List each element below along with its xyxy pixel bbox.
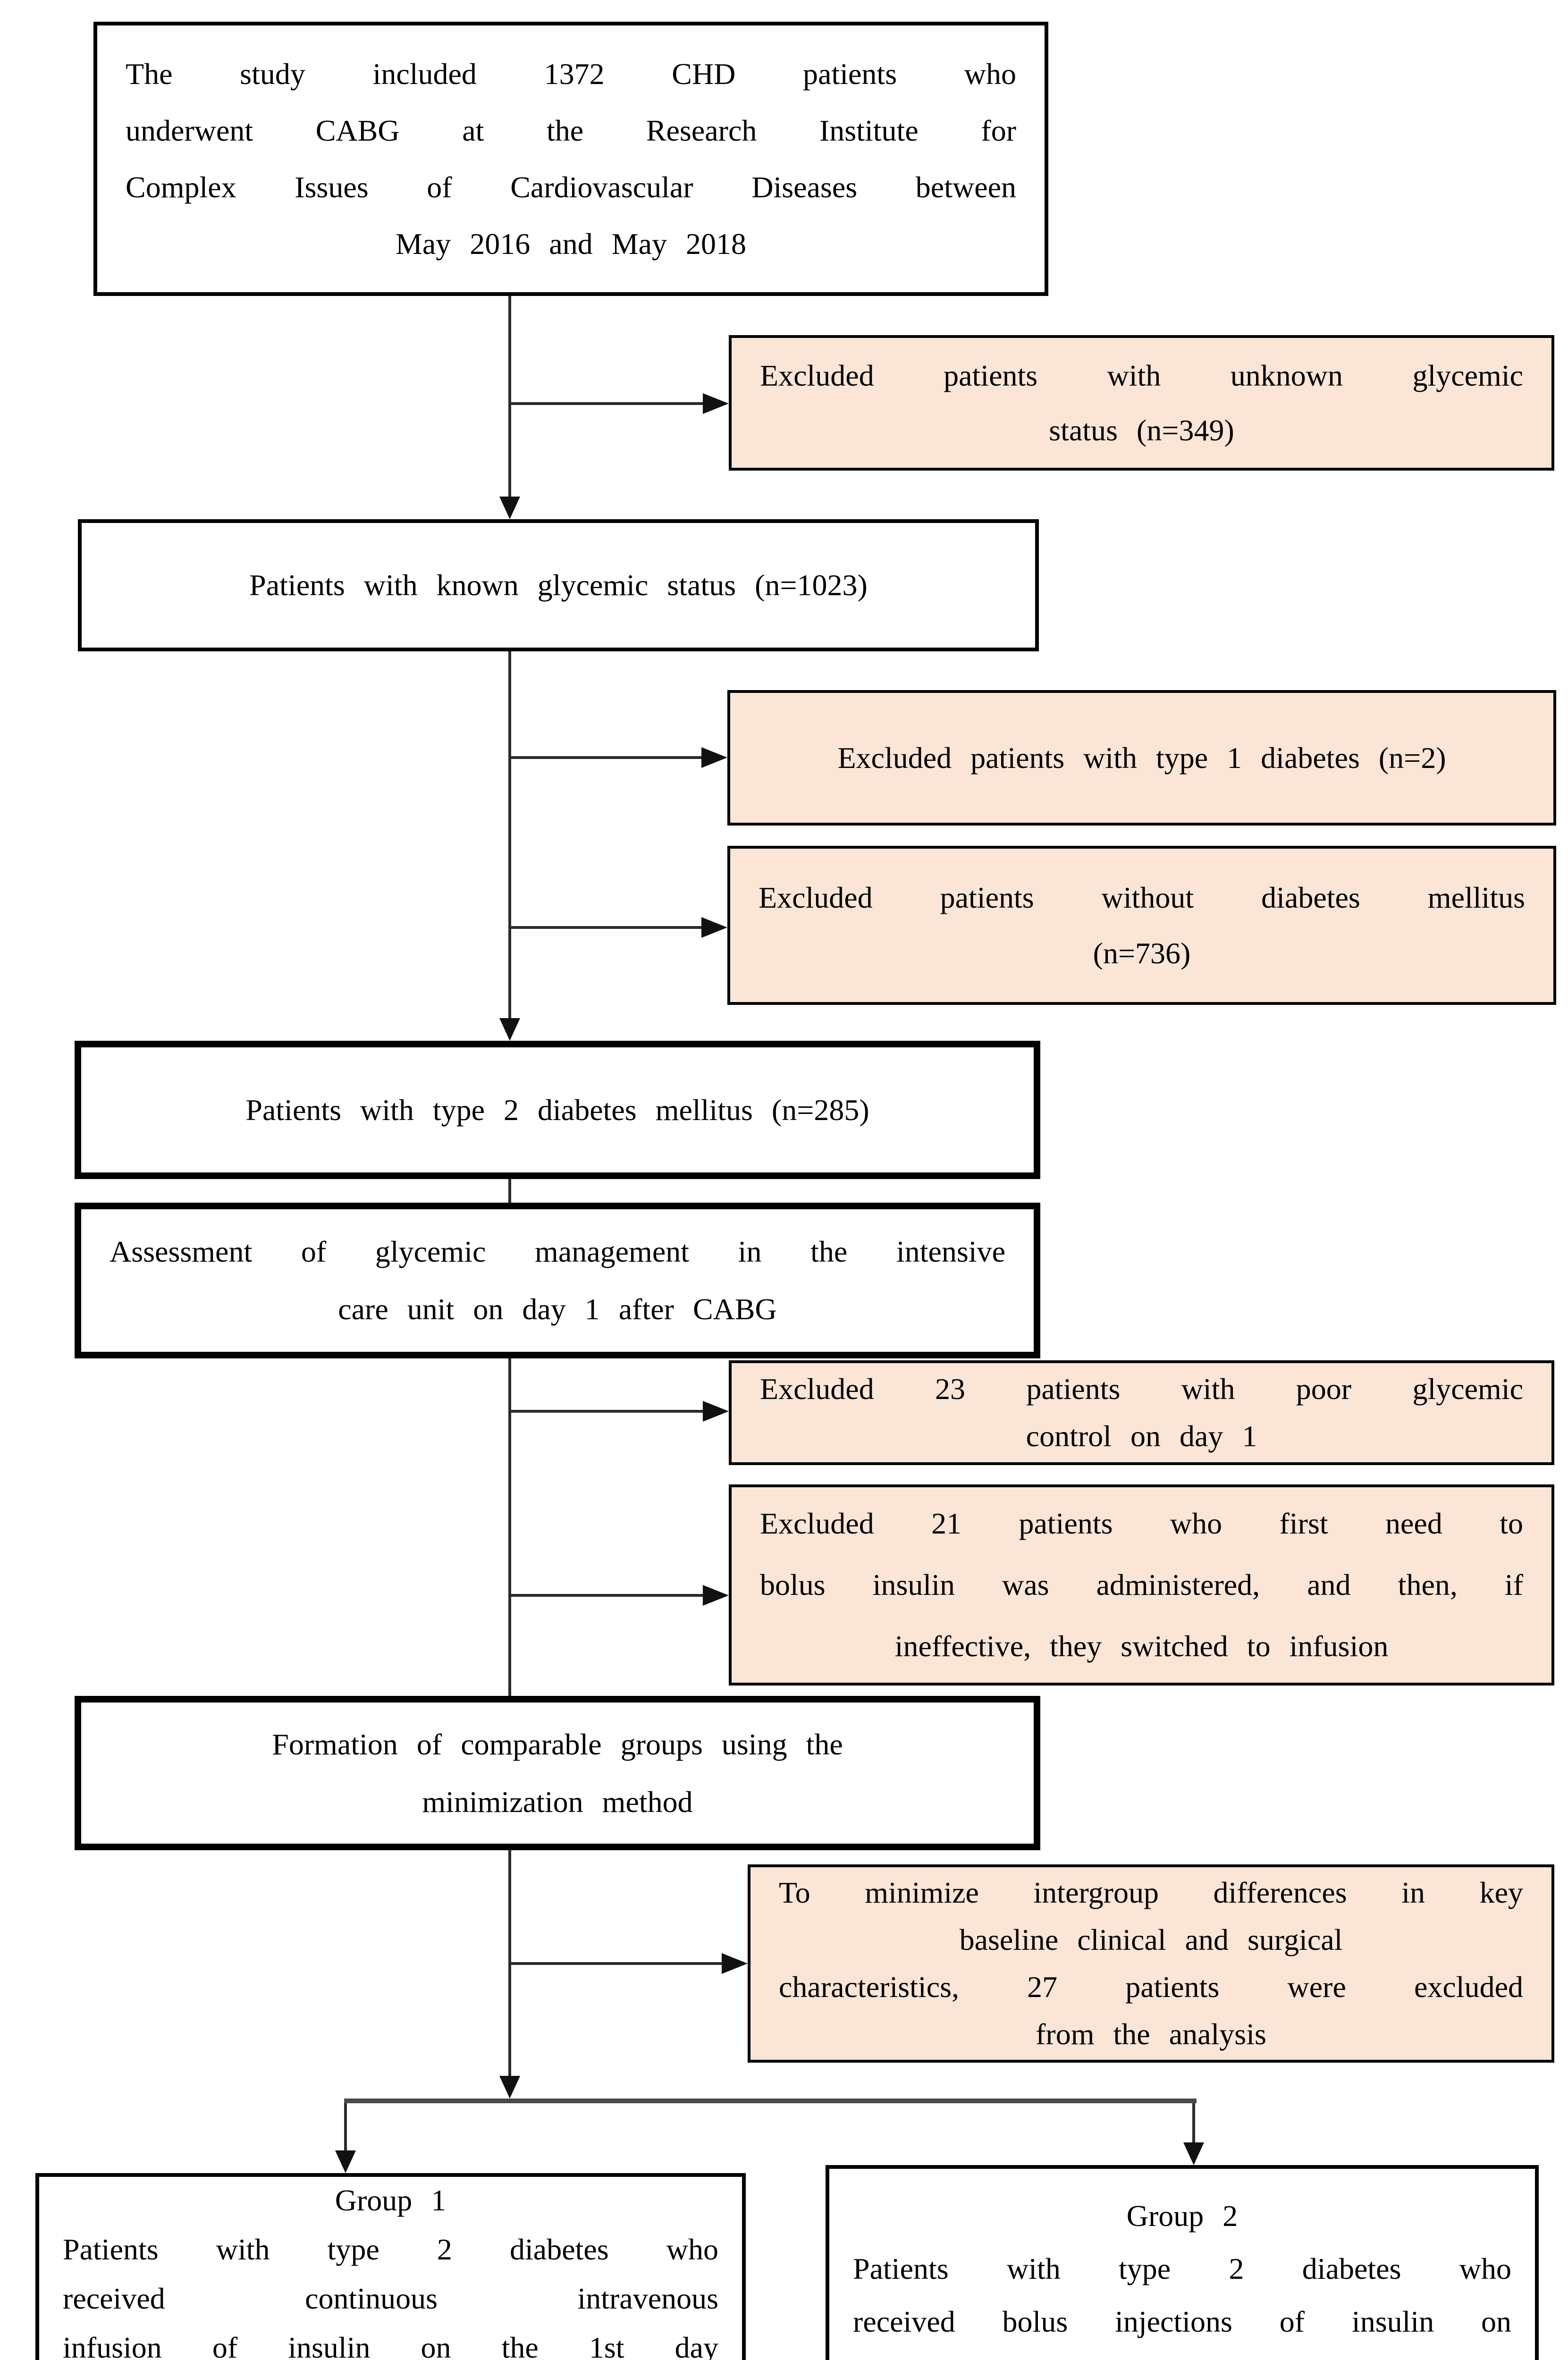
arrowhead-into-minimization-note [722, 1953, 748, 1974]
split-bar [344, 2099, 1197, 2103]
arrowhead-into-group1 [335, 2150, 356, 2173]
branch-to-excluded-no-diabetes [510, 926, 701, 929]
box-excluded-without-diabetes: Excluded patients without diabetes melli… [727, 846, 1556, 1005]
text-line: characteristics, 27 patients were exclud… [779, 1970, 1523, 2004]
box-group2: Group 2 Patients with type 2 diabetes who… [826, 2165, 1539, 2360]
arrowhead-into-excluded-unknown [703, 393, 729, 414]
text-line: baseline clinical and surgical [959, 1923, 1343, 1956]
box-formation-comparable-groups: Formation of comparable groups using the… [75, 1696, 1040, 1850]
text-line: Patients with type 2 diabetes mellitus (… [245, 1093, 869, 1127]
text-line: underwent CABG at the Research Institute… [126, 113, 1016, 147]
text-line: status (n=349) [1049, 413, 1234, 447]
branch-to-excluded-poor-control [510, 1410, 703, 1413]
branch-to-excluded-bolus-first [510, 1594, 703, 1597]
arrowhead-into-excluded-poor-control [703, 1401, 729, 1422]
box-type2-diabetes: Patients with type 2 diabetes mellitus (… [75, 1041, 1040, 1179]
box-excluded-bolus-first: Excluded 21 patients who first need to bo… [729, 1484, 1554, 1686]
text-line: Excluded patients with type 1 diabetes (… [837, 741, 1446, 775]
text-line: Formation of comparable groups using the [272, 1727, 843, 1761]
box-excluded-unknown-glycemic: Excluded patients with unknown glycemic s… [729, 335, 1554, 471]
branch-to-excluded-unknown [510, 402, 703, 405]
connector-split-to-group2 [1192, 2103, 1195, 2142]
branch-to-excluded-type1 [510, 756, 701, 759]
connector-type2-to-assessment [508, 1179, 511, 1203]
text-line: Excluded 23 patients with poor glycemic [760, 1372, 1523, 1406]
connector-study-to-known [508, 296, 511, 497]
text-line: Group 1 [335, 2183, 447, 2217]
text-line: Excluded patients with unknown glycemic [760, 358, 1523, 392]
box-known-glycemic-status: Patients with known glycemic status (n=1… [78, 519, 1039, 651]
box-excluded-type1-diabetes: Excluded patients with type 1 diabetes (… [727, 690, 1556, 826]
box-minimization-note: To minimize intergroup differences in ke… [748, 1864, 1554, 2063]
connector-assessment-to-formation [508, 1358, 511, 1696]
text-line: (n=736) [1093, 936, 1191, 970]
arrowhead-into-excluded-no-diabetes [701, 917, 727, 938]
arrowhead-into-group2 [1183, 2142, 1204, 2165]
text-line: Group 2 [1126, 2199, 1238, 2233]
box-assessment-glycemic-management: Assessment of glycemic management in the… [75, 1203, 1040, 1358]
text-line: the 1st day after CABG (n=186) [853, 2348, 1511, 2360]
box-excluded-poor-control: Excluded 23 patients with poor glycemic c… [729, 1360, 1554, 1465]
arrowhead-into-split-bar [499, 2076, 520, 2099]
text-line: infusion of insulin on the 1st day [63, 2330, 718, 2360]
arrowhead-into-type2 [499, 1018, 520, 1041]
text-line: Excluded 21 patients who first need to [760, 1507, 1523, 1540]
text-line: control on day 1 [1026, 1419, 1257, 1453]
text-line: received bolus injections of insulin on [853, 2304, 1511, 2338]
text-line: Patients with known glycemic status (n=1… [249, 568, 868, 602]
connector-split-to-group1 [344, 2103, 347, 2150]
connector-known-to-type2 [508, 651, 511, 1018]
text-line: To minimize intergroup differences in ke… [779, 1876, 1523, 1909]
text-line: from the analysis [1036, 2017, 1266, 2051]
text-line: The study included 1372 CHD patients who [126, 57, 1016, 91]
arrowhead-into-excluded-type1 [701, 747, 727, 768]
arrowhead-into-excluded-bolus-first [703, 1585, 729, 1606]
text-line: Patients with type 2 diabetes who [853, 2251, 1511, 2285]
text-line: Patients with type 2 diabetes who [63, 2232, 718, 2266]
text-line: bolus insulin was administered, and then… [760, 1568, 1523, 1601]
text-line: Complex Issues of Cardiovascular Disease… [126, 170, 1016, 204]
box-group1: Group 1 Patients with type 2 diabetes who… [35, 2173, 746, 2360]
text-line: minimization method [422, 1785, 693, 1819]
branch-to-minimization-note [510, 1962, 722, 1965]
text-line: May 2016 and May 2018 [395, 227, 747, 261]
text-line: received continuous intravenous [63, 2281, 718, 2315]
text-line: ineffective, they switched to infusion [894, 1629, 1389, 1663]
text-line: Excluded patients without diabetes melli… [759, 880, 1525, 914]
box-study-population: The study included 1372 CHD patients who… [93, 22, 1048, 296]
text-line: Assessment of glycemic management in the… [110, 1235, 1005, 1268]
text-line: care unit on day 1 after CABG [338, 1292, 777, 1326]
arrowhead-into-known-status [499, 497, 520, 519]
